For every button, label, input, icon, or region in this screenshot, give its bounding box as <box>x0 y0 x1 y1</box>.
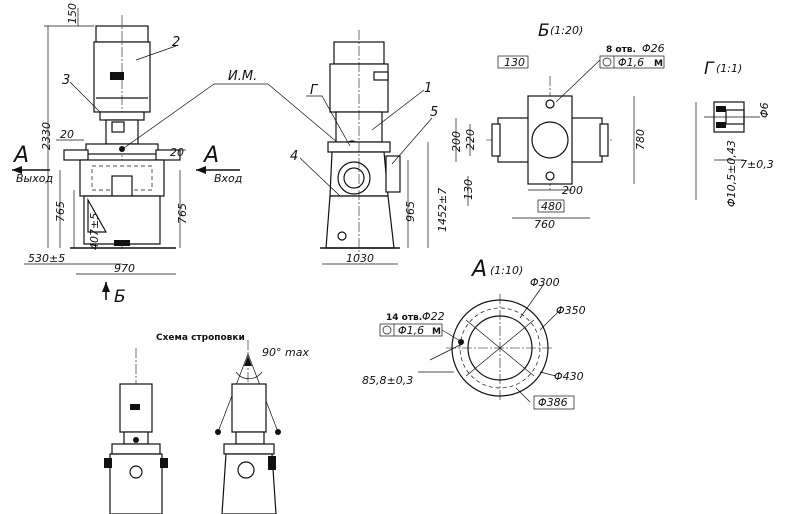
callout-g: Г <box>310 83 319 98</box>
view-b-dim-760: 760 <box>534 218 555 231</box>
view-g-dim-105: Φ10,5±0,43 <box>725 140 738 207</box>
callout-1: 1 <box>424 81 432 96</box>
view-a-dim-386: Φ386 <box>538 396 568 409</box>
side-view: Г 1 4 5 965 1452±7 1030 <box>290 30 449 265</box>
view-a-scale: (1:10) <box>490 264 523 277</box>
view-b-holes: 8 отв. <box>606 45 636 55</box>
view-b-dim-200-h: 200 <box>562 184 583 197</box>
callout-3: 3 <box>62 73 70 88</box>
view-a-hole-dia: Φ22 <box>422 310 445 323</box>
side-base <box>325 195 395 249</box>
dim-765-right: 765 <box>176 203 189 224</box>
dim-20-left: 20 <box>60 128 74 141</box>
view-g-scale: (1:1) <box>716 62 742 75</box>
dim-530: 530±5 <box>28 252 65 265</box>
view-arrow-a-left: А <box>12 143 29 168</box>
view-g-dim-7: 7±0,3 <box>740 158 774 171</box>
view-b-tol-m: M <box>654 59 663 69</box>
dim-407: 407±5 <box>88 213 101 250</box>
view-a-tol-m: M <box>432 327 441 337</box>
inlet-label: Вход <box>214 172 242 185</box>
view-b-dim-780: 780 <box>634 129 647 150</box>
view-a-holes: 14 отв. <box>386 313 422 323</box>
view-b-center-bore <box>531 121 569 159</box>
view-b-title: Б <box>538 21 550 41</box>
section-b-marker: Б <box>114 287 126 307</box>
dim-765-left: 765 <box>54 201 67 222</box>
view-g-dim-6: Φ6 <box>758 102 771 118</box>
outlet-label: Выход <box>16 172 53 185</box>
view-b-dim-480: 480 <box>541 200 562 213</box>
dim-150: 150 <box>66 3 79 24</box>
front-view: А Выход А Вход 2 3 И.М. 150 2330 20 20 7… <box>12 3 345 307</box>
dim-965: 965 <box>404 201 417 222</box>
callout-4: 4 <box>290 149 298 164</box>
motor-nameplate <box>110 72 124 80</box>
view-g: Г (1:1) Φ6 Φ10,5±0,43 7±0,3 <box>695 59 774 207</box>
view-g-title: Г <box>704 59 715 79</box>
sling-left-base <box>109 453 163 514</box>
dim-1452: 1452±7 <box>436 188 449 232</box>
sling-right-motor <box>231 383 267 433</box>
suction-nozzle <box>337 161 371 195</box>
view-b-scale: (1:20) <box>550 24 583 37</box>
callout-5: 5 <box>430 105 438 120</box>
view-b-dim-220: 220 <box>464 129 477 150</box>
view-a-dim-300: Φ300 <box>530 276 560 289</box>
dim-1030: 1030 <box>346 252 374 265</box>
slinging-scheme: Схема строповки 90° max <box>104 333 309 514</box>
sling-right-base <box>221 453 277 514</box>
view-a-dim-350: Φ350 <box>556 304 586 317</box>
view-a-dim-85: 85,8±0,3 <box>362 374 413 387</box>
callout-im: И.М. <box>228 69 257 84</box>
view-arrow-a-right: А <box>202 143 219 168</box>
sling-title: Схема строповки <box>156 333 245 343</box>
outlet-flange <box>63 149 89 161</box>
view-b-dim-130-top: 130 <box>504 56 525 69</box>
view-b-dim-200-v: 200 <box>450 131 463 152</box>
view-b-tol: Φ1,6 <box>618 56 644 69</box>
callout-2: 2 <box>172 35 180 50</box>
dim-970: 970 <box>114 262 135 275</box>
dim-20-right: 20 <box>170 146 184 159</box>
view-a-dim-430: Φ430 <box>554 370 584 383</box>
view-a-tol: Φ1,6 <box>398 324 424 337</box>
dim-2330: 2330 <box>40 122 53 150</box>
view-a: А (1:10) 14 отв. Φ22 Φ1,6 M Φ300 Φ350 Φ4… <box>362 257 586 410</box>
sling-angle: 90° max <box>262 346 309 359</box>
view-a-title: А <box>470 257 487 282</box>
view-b-dim-130-left: 130 <box>462 179 475 200</box>
view-b-hole-dia: Φ26 <box>642 42 665 55</box>
view-b: Б (1:20) 8 отв. Φ26 Φ1,6 M 130 780 200 2… <box>450 21 665 231</box>
